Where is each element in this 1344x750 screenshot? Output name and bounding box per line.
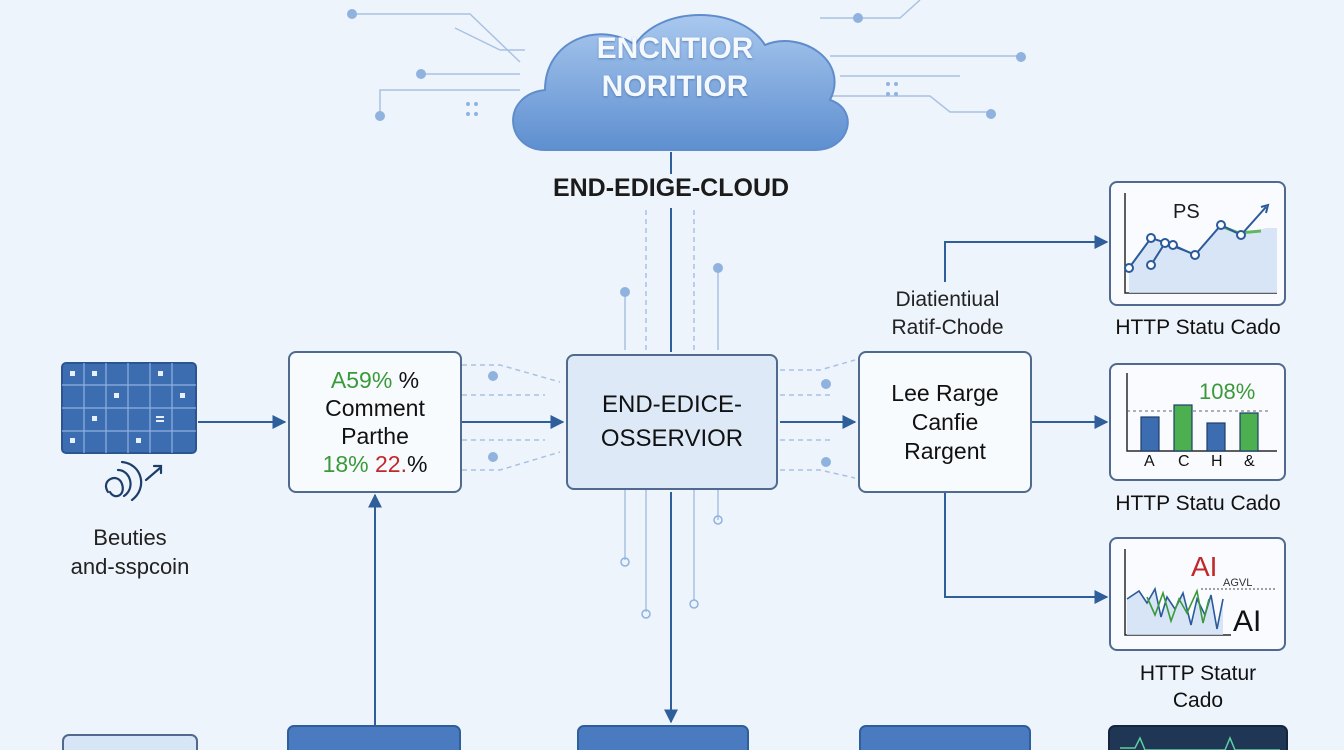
- chart3-caption: HTTP Statur Cado: [1090, 660, 1306, 714]
- device-caption-line2: and-sspcoin: [70, 554, 190, 579]
- cloud-label: END-EDIGE-CLOUD: [520, 174, 822, 203]
- device-caption-line1: Beuties: [93, 525, 167, 550]
- chart3-caption-line2: Cado: [1172, 689, 1224, 712]
- cloud-title: ENCNTIOR NORITIOR: [560, 30, 790, 106]
- circuit-dots-center: [620, 263, 723, 619]
- bar-chart-categories: A C H &: [1111, 453, 1284, 475]
- bar-chart-panel[interactable]: 108% A C H &: [1109, 363, 1286, 481]
- ai-signal-panel[interactable]: AI AGVL AI: [1109, 537, 1286, 651]
- bottom-row-boxes: [62, 725, 1288, 750]
- ai-label-top: AI: [1191, 551, 1218, 582]
- dashed-side-traces: [462, 359, 856, 479]
- observer-line1: END-EDICE-: [601, 391, 742, 418]
- bar-category-label: &: [1244, 453, 1255, 470]
- line-chart-title: PS: [1173, 201, 1200, 223]
- comment-box-line4: 18% 22.%: [323, 450, 428, 478]
- differential-line1: Diatientiual: [895, 288, 1000, 311]
- comment-box-percent-suffix: %: [398, 367, 420, 393]
- chart2-caption: HTTP Statu Cado: [1115, 492, 1281, 515]
- comment-box-red-value: 22.: [375, 451, 407, 477]
- comment-parse-box[interactable]: A59% % Comment Parthe 18% 22.%: [288, 351, 462, 493]
- connector-arrows: [198, 152, 1109, 725]
- comment-box-line2: Comment: [325, 395, 425, 421]
- bar: [1173, 404, 1193, 452]
- circuit-traces-left: [355, 13, 525, 112]
- bar-category-label: A: [1144, 453, 1155, 470]
- differential-label: Diatientiual Ratif-Chode: [860, 286, 1035, 342]
- range-line3: Rargent: [904, 437, 986, 464]
- ai-label-small: AGVL: [1223, 577, 1253, 589]
- bar-chart-value-label: 108%: [1199, 379, 1256, 404]
- cloud-shape: [512, 14, 849, 151]
- comment-box-green-value: 18%: [322, 451, 369, 477]
- bar: [1239, 412, 1259, 452]
- cloud-title-line1: ENCNTIOR: [596, 32, 754, 65]
- circuit-dots-left: [347, 9, 478, 121]
- bar: [1206, 422, 1226, 452]
- device-caption: Beuties and-sspcoin: [40, 523, 220, 581]
- cloud-title-line2: NORITIOR: [601, 70, 749, 103]
- device-grid-icon: [61, 362, 197, 454]
- observer-line2: OSSERVIOR: [600, 425, 744, 452]
- ai-signal-graphic: [1124, 549, 1275, 636]
- signal-wave-icon: [105, 460, 163, 502]
- comment-box-percent-a: A59%: [330, 367, 393, 393]
- comment-box-line4-suffix: %: [406, 451, 428, 477]
- bar: [1140, 416, 1160, 452]
- circuit-traces-center: [624, 210, 719, 612]
- comment-box-line1: A59% %: [331, 366, 419, 394]
- circuit-traces-right: [820, 0, 1020, 113]
- bar-series: [1140, 404, 1259, 452]
- differential-line2: Ratif-Chode: [891, 316, 1004, 339]
- chart1-caption: HTTP Statu Cado: [1115, 316, 1281, 339]
- chart3-caption-line1: HTTP Statur: [1139, 662, 1257, 685]
- range-line1: Lee Rarge: [891, 379, 999, 406]
- bar-category-label: H: [1211, 453, 1223, 470]
- comment-box-line3: Parthe: [341, 423, 409, 449]
- range-box[interactable]: Lee Rarge Canfie Rargent: [858, 351, 1032, 493]
- bar-category-label: C: [1178, 453, 1190, 470]
- circuit-dots-right: [853, 13, 1026, 119]
- side-dots: [488, 371, 831, 467]
- line-chart-graphic: [1124, 193, 1277, 294]
- range-line2: Canfie: [911, 408, 979, 435]
- end-edge-observer-box[interactable]: END-EDICE- OSSERVIOR: [566, 354, 778, 490]
- ai-label-bottom: AI: [1233, 605, 1262, 638]
- bar-chart-graphic: [1126, 373, 1277, 452]
- line-chart-panel[interactable]: PS: [1109, 181, 1286, 306]
